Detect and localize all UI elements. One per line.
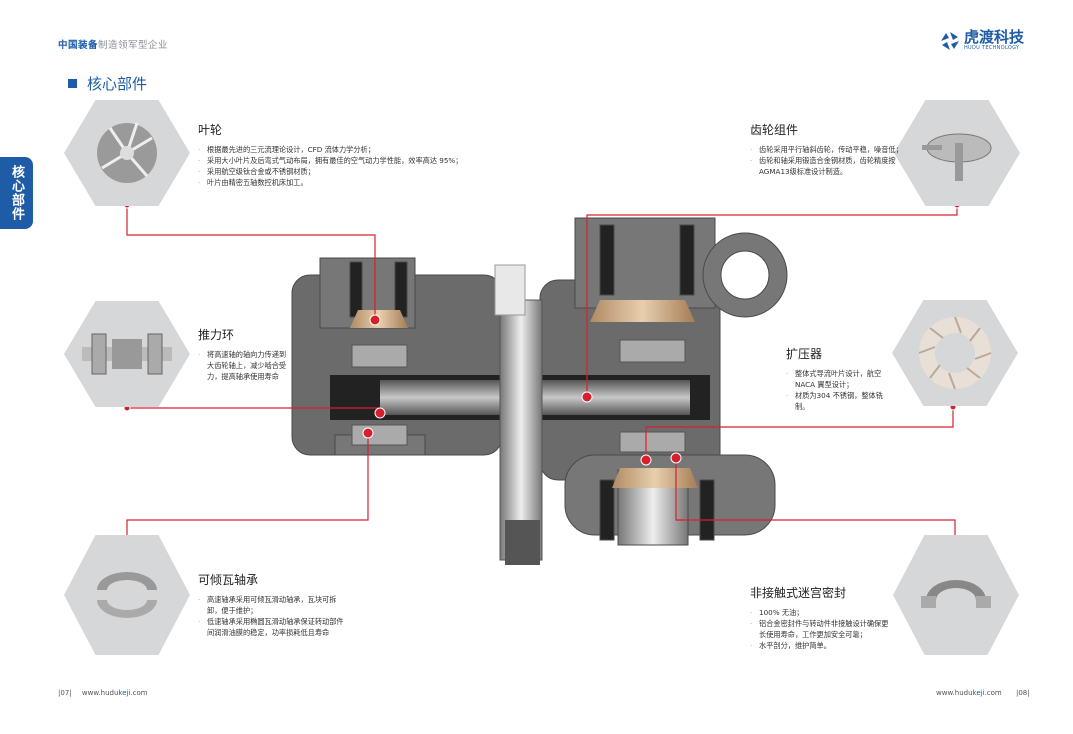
leader-dot bbox=[362, 427, 374, 439]
leader-dot bbox=[640, 454, 652, 466]
impeller-icon bbox=[97, 122, 157, 183]
page-number-right: 08 bbox=[1018, 689, 1028, 697]
component-thrust-ring: 推力环 将高速轴的轴向力传递到大齿轮轴上，减少啮合受力，提高轴承使用寿命 bbox=[198, 326, 290, 382]
right-top-impeller bbox=[590, 300, 695, 322]
website-link-right[interactable]: www.hudukeji.com bbox=[936, 689, 1002, 697]
component-impeller: 叶轮 根据最先进的三元流理论设计，CFD 流体力学分析；采用大小叶片及后弯式气动… bbox=[198, 121, 478, 188]
thrust-ring-icon bbox=[82, 333, 172, 375]
component-gear-assembly: 齿轮组件 齿轮采用平行轴斜齿轮，传动平稳，噪音低；齿轮和轴采用锻造合金钢材质，齿… bbox=[750, 121, 910, 177]
component-labyrinth-seal: 非接触式迷宫密封 100% 无油；铝合金密封件与转动件非接触设计确保更长使用寿命… bbox=[750, 584, 895, 651]
section-title: 核心部件 bbox=[68, 73, 147, 94]
labyrinth-seal-image bbox=[893, 535, 1019, 655]
right-bottom-impeller bbox=[612, 468, 698, 488]
tagline: 中国装备制造领军型企业 bbox=[58, 40, 169, 51]
page-number-left: 07 bbox=[60, 689, 70, 697]
logo-aperture-icon bbox=[941, 31, 959, 50]
leader-dot bbox=[581, 391, 593, 403]
leader-dot bbox=[374, 407, 386, 419]
diffuser-icon bbox=[918, 316, 992, 390]
bearing-icon bbox=[97, 572, 157, 618]
side-tab[interactable]: 核心部件 bbox=[0, 157, 33, 229]
title-square-icon bbox=[68, 79, 77, 88]
footer-right: www.hudukeji.com |08| bbox=[936, 689, 1030, 697]
sensor-box bbox=[494, 264, 526, 316]
component-tilting-pad-bearing: 可倾瓦轴承 高速轴承采用可倾瓦滑动轴承，瓦块可拆卸，便于维护；低速轴承采用椭圆瓦… bbox=[198, 571, 348, 638]
footer-left: |07| www.hudukeji.com bbox=[58, 689, 148, 697]
leader-dot bbox=[369, 314, 381, 326]
tilting-pad-bearing-image bbox=[64, 535, 190, 655]
website-link-left[interactable]: www.hudukeji.com bbox=[81, 689, 148, 697]
gear-assembly-icon bbox=[922, 133, 992, 181]
seal-icon bbox=[921, 580, 991, 608]
leader-dot bbox=[670, 452, 682, 464]
component-diffuser: 扩压器 整体式导流叶片设计，航空NACA 翼型设计；材质为304 不锈钢，整体铣… bbox=[786, 345, 896, 412]
